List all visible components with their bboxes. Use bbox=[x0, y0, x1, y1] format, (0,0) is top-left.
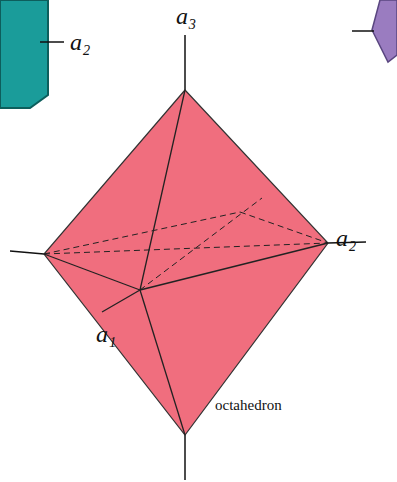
axis-label: a₁ bbox=[96, 322, 116, 346]
axis-line bbox=[40, 41, 64, 43]
axis-label: a₃ bbox=[176, 4, 196, 28]
axis-label: a₂ bbox=[70, 30, 90, 54]
axis-label: a₂ bbox=[336, 226, 356, 250]
purple-crystal bbox=[372, 0, 397, 62]
a2-axis bbox=[10, 251, 44, 254]
teal-crystal bbox=[0, 0, 48, 108]
hidden-edges bbox=[44, 198, 328, 290]
octahedron-face bbox=[44, 90, 328, 435]
visible-edges bbox=[44, 90, 328, 435]
axis-line bbox=[352, 30, 374, 32]
shape-name: octahedron bbox=[215, 398, 282, 413]
